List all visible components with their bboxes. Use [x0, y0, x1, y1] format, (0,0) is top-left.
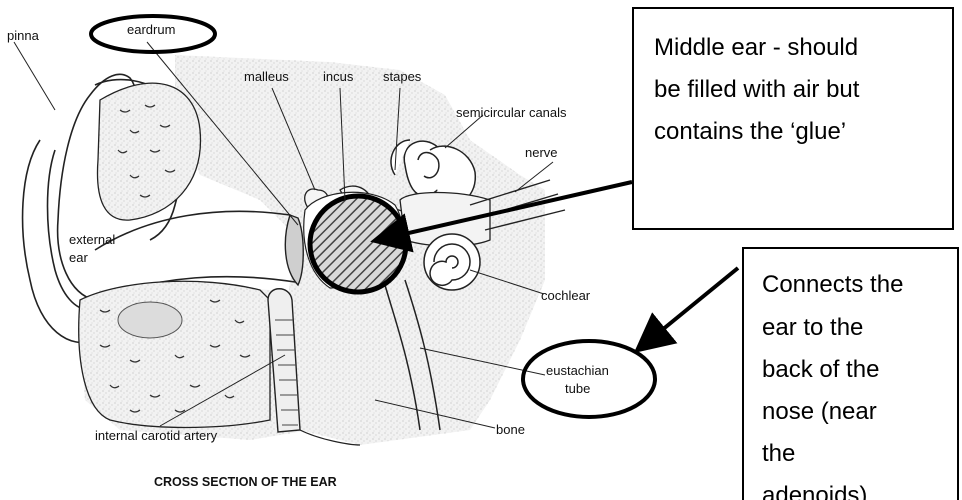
- label-cochlear: cochlear: [541, 288, 591, 303]
- label-malleus: malleus: [244, 69, 289, 84]
- label-eustachian-2: tube: [565, 381, 590, 396]
- cartilage-lower: [79, 281, 270, 427]
- middle-ear-callout: Middle ear - should be filled with air b…: [633, 8, 953, 229]
- label-bone: bone: [496, 422, 525, 437]
- middle-ear-highlight-circle: [310, 196, 406, 292]
- label-semicircular-canals: semicircular canals: [456, 105, 567, 120]
- label-external-ear-1: external: [69, 232, 115, 247]
- eustachian-arrow: [640, 268, 738, 348]
- label-stapes: stapes: [383, 69, 422, 84]
- eustachian-callout-line-4: nose (near: [762, 398, 877, 425]
- middle-ear-callout-line-3: contains the ‘glue’: [654, 118, 846, 145]
- diagram-caption: CROSS SECTION OF THE EAR: [154, 475, 337, 489]
- label-external-ear-2: ear: [69, 250, 88, 265]
- cochlea-shape: [424, 234, 480, 290]
- label-eustachian-1: eustachian: [546, 363, 609, 378]
- label-pinna: pinna: [7, 28, 40, 43]
- cartilage-upper: [97, 83, 200, 220]
- label-nerve: nerve: [525, 145, 558, 160]
- label-eardrum: eardrum: [127, 22, 175, 37]
- eustachian-callout-line-1: Connects the: [762, 271, 903, 298]
- middle-ear-callout-line-1: Middle ear - should: [654, 34, 858, 61]
- label-incus: incus: [323, 69, 354, 84]
- eustachian-callout-line-3: back of the: [762, 356, 879, 383]
- label-internal-carotid-artery: internal carotid artery: [95, 428, 218, 443]
- eustachian-callout-line-2: ear to the: [762, 314, 863, 341]
- eustachian-highlight-ellipse: [523, 341, 655, 417]
- eustachian-callout: Connects the ear to the back of the nose…: [743, 248, 958, 500]
- eardrum-shape: [285, 215, 303, 285]
- eustachian-callout-line-5: the: [762, 440, 795, 467]
- eustachian-callout-line-6: adenoids): [762, 482, 867, 500]
- middle-ear-callout-line-2: be filled with air but: [654, 76, 860, 103]
